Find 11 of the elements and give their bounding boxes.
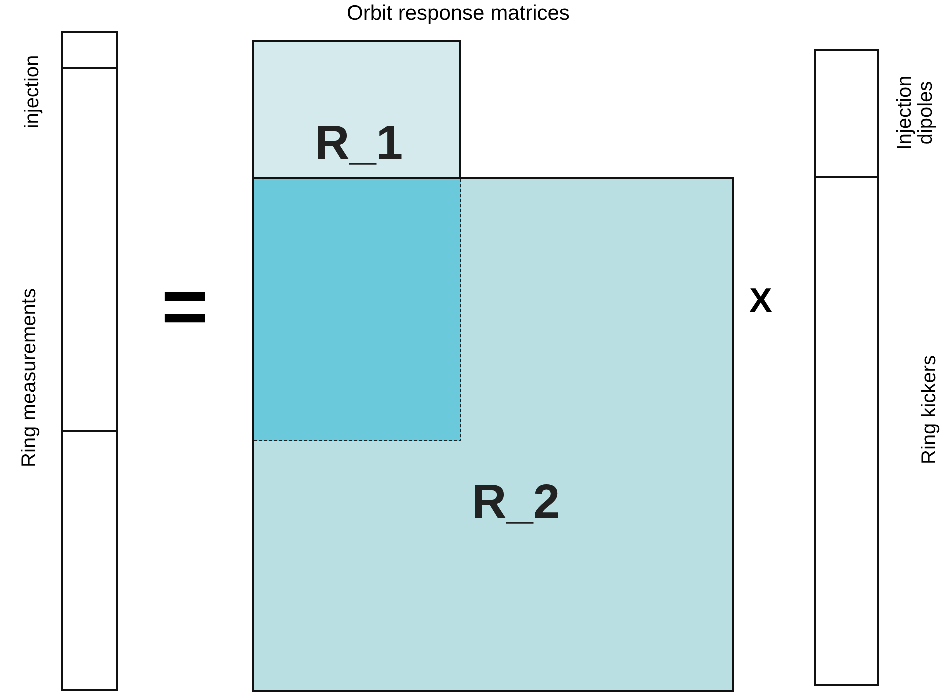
matrix-label: R_2 (472, 479, 560, 527)
vector-segment-label: injection (22, 55, 44, 129)
matrix-block (252, 40, 461, 177)
equals-sign: = (162, 265, 208, 349)
matrix-label: R_1 (314, 120, 404, 168)
vector-segment-label: Ring measurements (20, 288, 40, 468)
vector-segment-label: Ring kickers (920, 356, 940, 464)
diagram-title: Orbit response matrices (347, 2, 570, 26)
matrix-block (252, 177, 734, 692)
multiply-sign: X (750, 284, 772, 320)
vector-segment-label: Injection dipoles (895, 74, 937, 152)
